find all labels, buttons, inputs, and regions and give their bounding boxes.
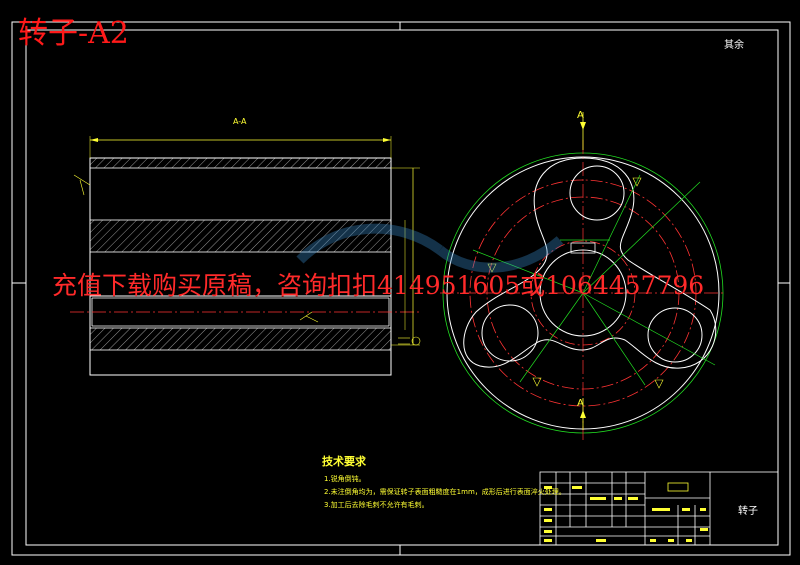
inner-frame xyxy=(25,29,779,546)
hatch-band-top xyxy=(89,157,392,169)
section-view xyxy=(70,136,421,376)
section-mark-bottom: A xyxy=(577,398,584,409)
tech-requirement-line: 3.加工后去除毛刺不允许有毛刺。 xyxy=(324,501,429,509)
hole-top xyxy=(569,165,625,221)
keyway xyxy=(570,242,596,254)
tech-requirement-line: 1.锐角倒钝。 xyxy=(324,475,366,483)
hole-left xyxy=(481,304,539,362)
section-mark-top: A xyxy=(577,110,584,121)
roughness-note: 其余 xyxy=(724,40,744,51)
drawing-title: 转子-A2 xyxy=(18,16,129,51)
hatch-band-lower xyxy=(89,327,392,351)
title-block-part-name: 转子 xyxy=(738,506,758,517)
title-block-fill-marks xyxy=(544,486,708,542)
title-block xyxy=(539,471,779,546)
background-logo xyxy=(296,223,564,273)
hole-right xyxy=(647,307,703,363)
watermark-text: 充值下载购买原稿，咨询扣扣414951605或1064457796 xyxy=(52,271,705,300)
center-bore xyxy=(539,249,627,337)
tech-requirements-heading: 技术要求 xyxy=(322,455,366,468)
tech-requirement-line: 2.未注倒角均为，需保证转子表面粗糙度在1mm，成形后进行表面淬火处理。 xyxy=(324,488,566,496)
outer-frame xyxy=(11,21,791,556)
front-view xyxy=(440,112,726,440)
frame-ticks xyxy=(12,22,790,555)
section-label: A-A xyxy=(233,117,247,126)
hatch-band-upper xyxy=(89,219,392,253)
rotor-profile xyxy=(463,157,717,369)
